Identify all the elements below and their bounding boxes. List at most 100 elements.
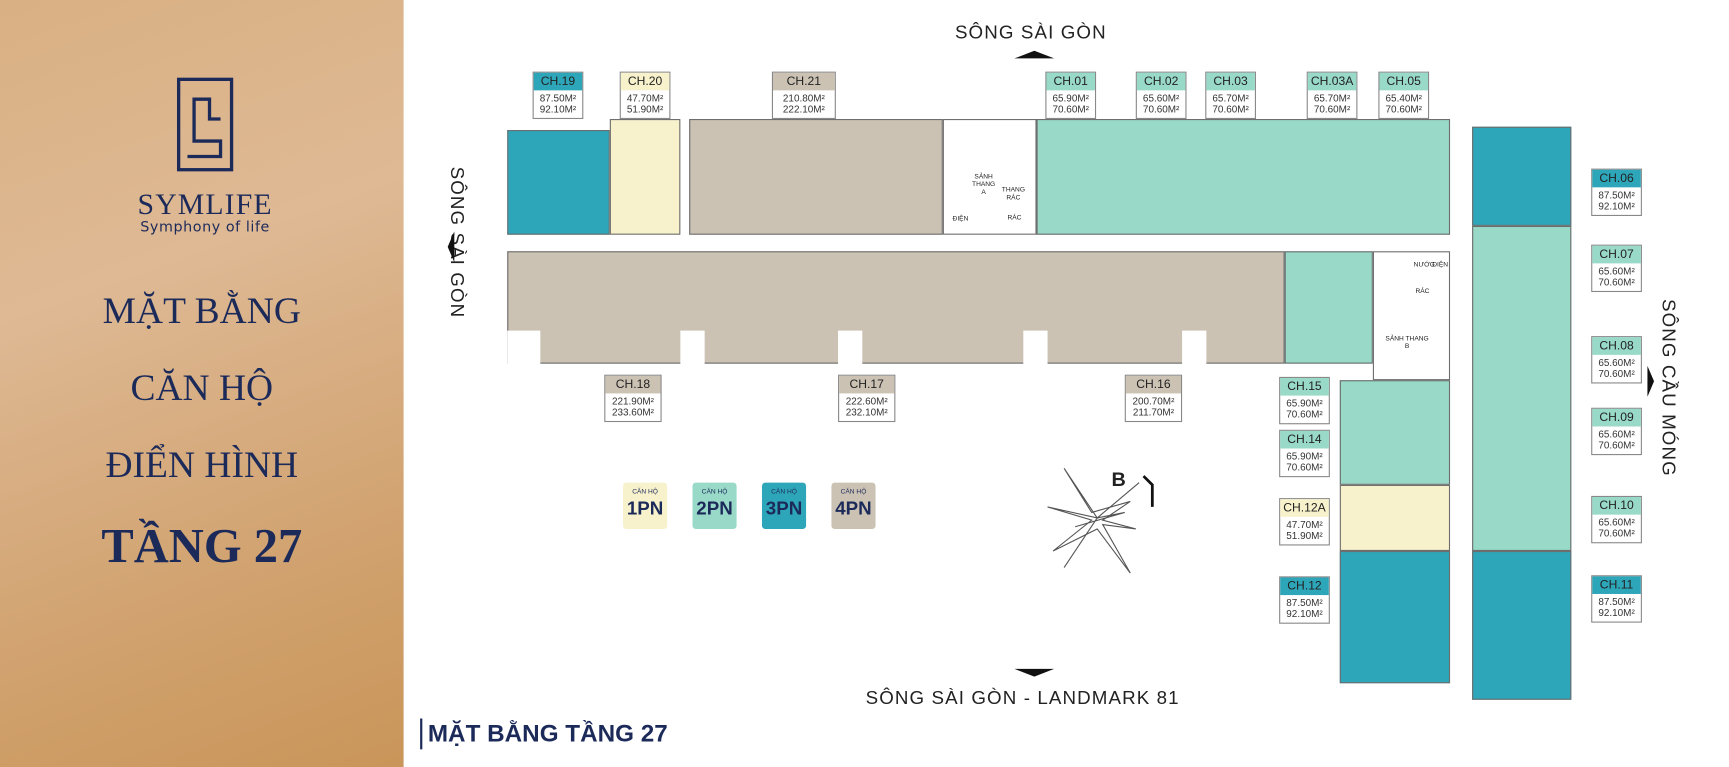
unit-id: CH.17 xyxy=(839,375,895,394)
unit-block-ch12[interactable] xyxy=(1339,551,1451,684)
unit-area-1: 210.80M² xyxy=(782,92,825,104)
unit-area-1: 65.90M² xyxy=(1286,450,1323,462)
unit-id: CH.03A xyxy=(1307,72,1357,91)
unit-id: CH.16 xyxy=(1125,375,1181,394)
unit-block-ch19[interactable] xyxy=(507,130,610,235)
unit-area-2: 70.60M² xyxy=(1313,103,1351,115)
unit-id: CH.06 xyxy=(1592,169,1641,188)
unit-id: CH.07 xyxy=(1592,245,1641,264)
lobby-a-label: SẢNH THANG A xyxy=(972,174,996,197)
notch xyxy=(1182,330,1207,365)
arrow-right-icon xyxy=(1647,365,1655,397)
electric-a-label: ĐIỆN xyxy=(952,215,969,223)
unit-area-1: 87.50M² xyxy=(539,92,577,104)
unit-block-ch12a[interactable] xyxy=(1339,484,1451,551)
unit-id: CH.03 xyxy=(1206,72,1255,91)
unit-block-ch21[interactable] xyxy=(689,119,943,235)
unit-area-1: 65.40M² xyxy=(1385,92,1422,104)
direction-bottom: SÔNG SÀI GÒN - LANDMARK 81 xyxy=(865,687,1180,709)
footer-title: MẶT BẰNG TẦNG 27 xyxy=(427,719,668,748)
title-bar xyxy=(420,718,423,750)
core-b xyxy=(1372,251,1451,381)
unit-block-ch16-ch18[interactable] xyxy=(507,251,1285,364)
legend-label: 3PN xyxy=(765,498,803,520)
unit-area-1: 65.60M² xyxy=(1598,265,1635,277)
unit-block-ch07-ch10[interactable] xyxy=(1472,225,1572,551)
brand-panel: SYMLIFE Symphony of life MẶT BẰNG CĂN HỘ… xyxy=(0,0,404,767)
unit-area-2: 222.10M² xyxy=(782,103,825,115)
unit-block-ch15-upper[interactable] xyxy=(1284,251,1373,364)
unit-area-1: 65.60M² xyxy=(1598,428,1635,440)
compass-label: B xyxy=(1111,468,1126,491)
unit-area-1: 222.60M² xyxy=(845,395,888,407)
unit-area-2: 70.60M² xyxy=(1598,368,1635,380)
unit-area-1: 65.60M² xyxy=(1598,357,1635,369)
unit-block-ch14-ch15[interactable] xyxy=(1339,380,1451,485)
unit-area-2: 70.60M² xyxy=(1052,103,1089,115)
brand-tagline: Symphony of life xyxy=(140,219,270,236)
notch xyxy=(680,330,705,365)
unit-block-ch20[interactable] xyxy=(609,119,681,235)
arrow-left-icon xyxy=(447,231,455,263)
unit-block-ch11[interactable] xyxy=(1472,551,1572,700)
unit-id: CH.05 xyxy=(1379,72,1428,91)
heading-line2: CĂN HỘ xyxy=(130,368,274,409)
legend-label: 4PN xyxy=(835,498,872,520)
unit-id: CH.12A xyxy=(1280,499,1329,517)
unit-block-ch01-ch05[interactable] xyxy=(1036,119,1451,235)
direction-top: SÔNG SÀI GÒN xyxy=(954,22,1107,43)
unit-area-1: 221.90M² xyxy=(611,395,654,407)
compass-icon xyxy=(1047,468,1154,574)
unit-area-2: 92.10M² xyxy=(1598,200,1635,212)
trash-a-label: RÁC xyxy=(1007,214,1022,222)
arrow-up-icon xyxy=(1014,50,1055,59)
unit-area-1: 65.90M² xyxy=(1052,92,1089,104)
symlife-logo-icon xyxy=(176,77,234,172)
unit-id: CH.18 xyxy=(605,375,661,394)
core-a xyxy=(942,119,1037,235)
unit-area-1: 87.50M² xyxy=(1598,189,1635,201)
unit-area-1: 65.90M² xyxy=(1286,397,1323,409)
unit-id: CH.21 xyxy=(772,72,835,91)
legend-small: CĂN HỘ xyxy=(840,489,867,496)
unit-block-ch06[interactable] xyxy=(1472,126,1572,226)
unit-area-2: 70.60M² xyxy=(1142,103,1180,115)
unit-id: CH.12 xyxy=(1280,577,1329,596)
